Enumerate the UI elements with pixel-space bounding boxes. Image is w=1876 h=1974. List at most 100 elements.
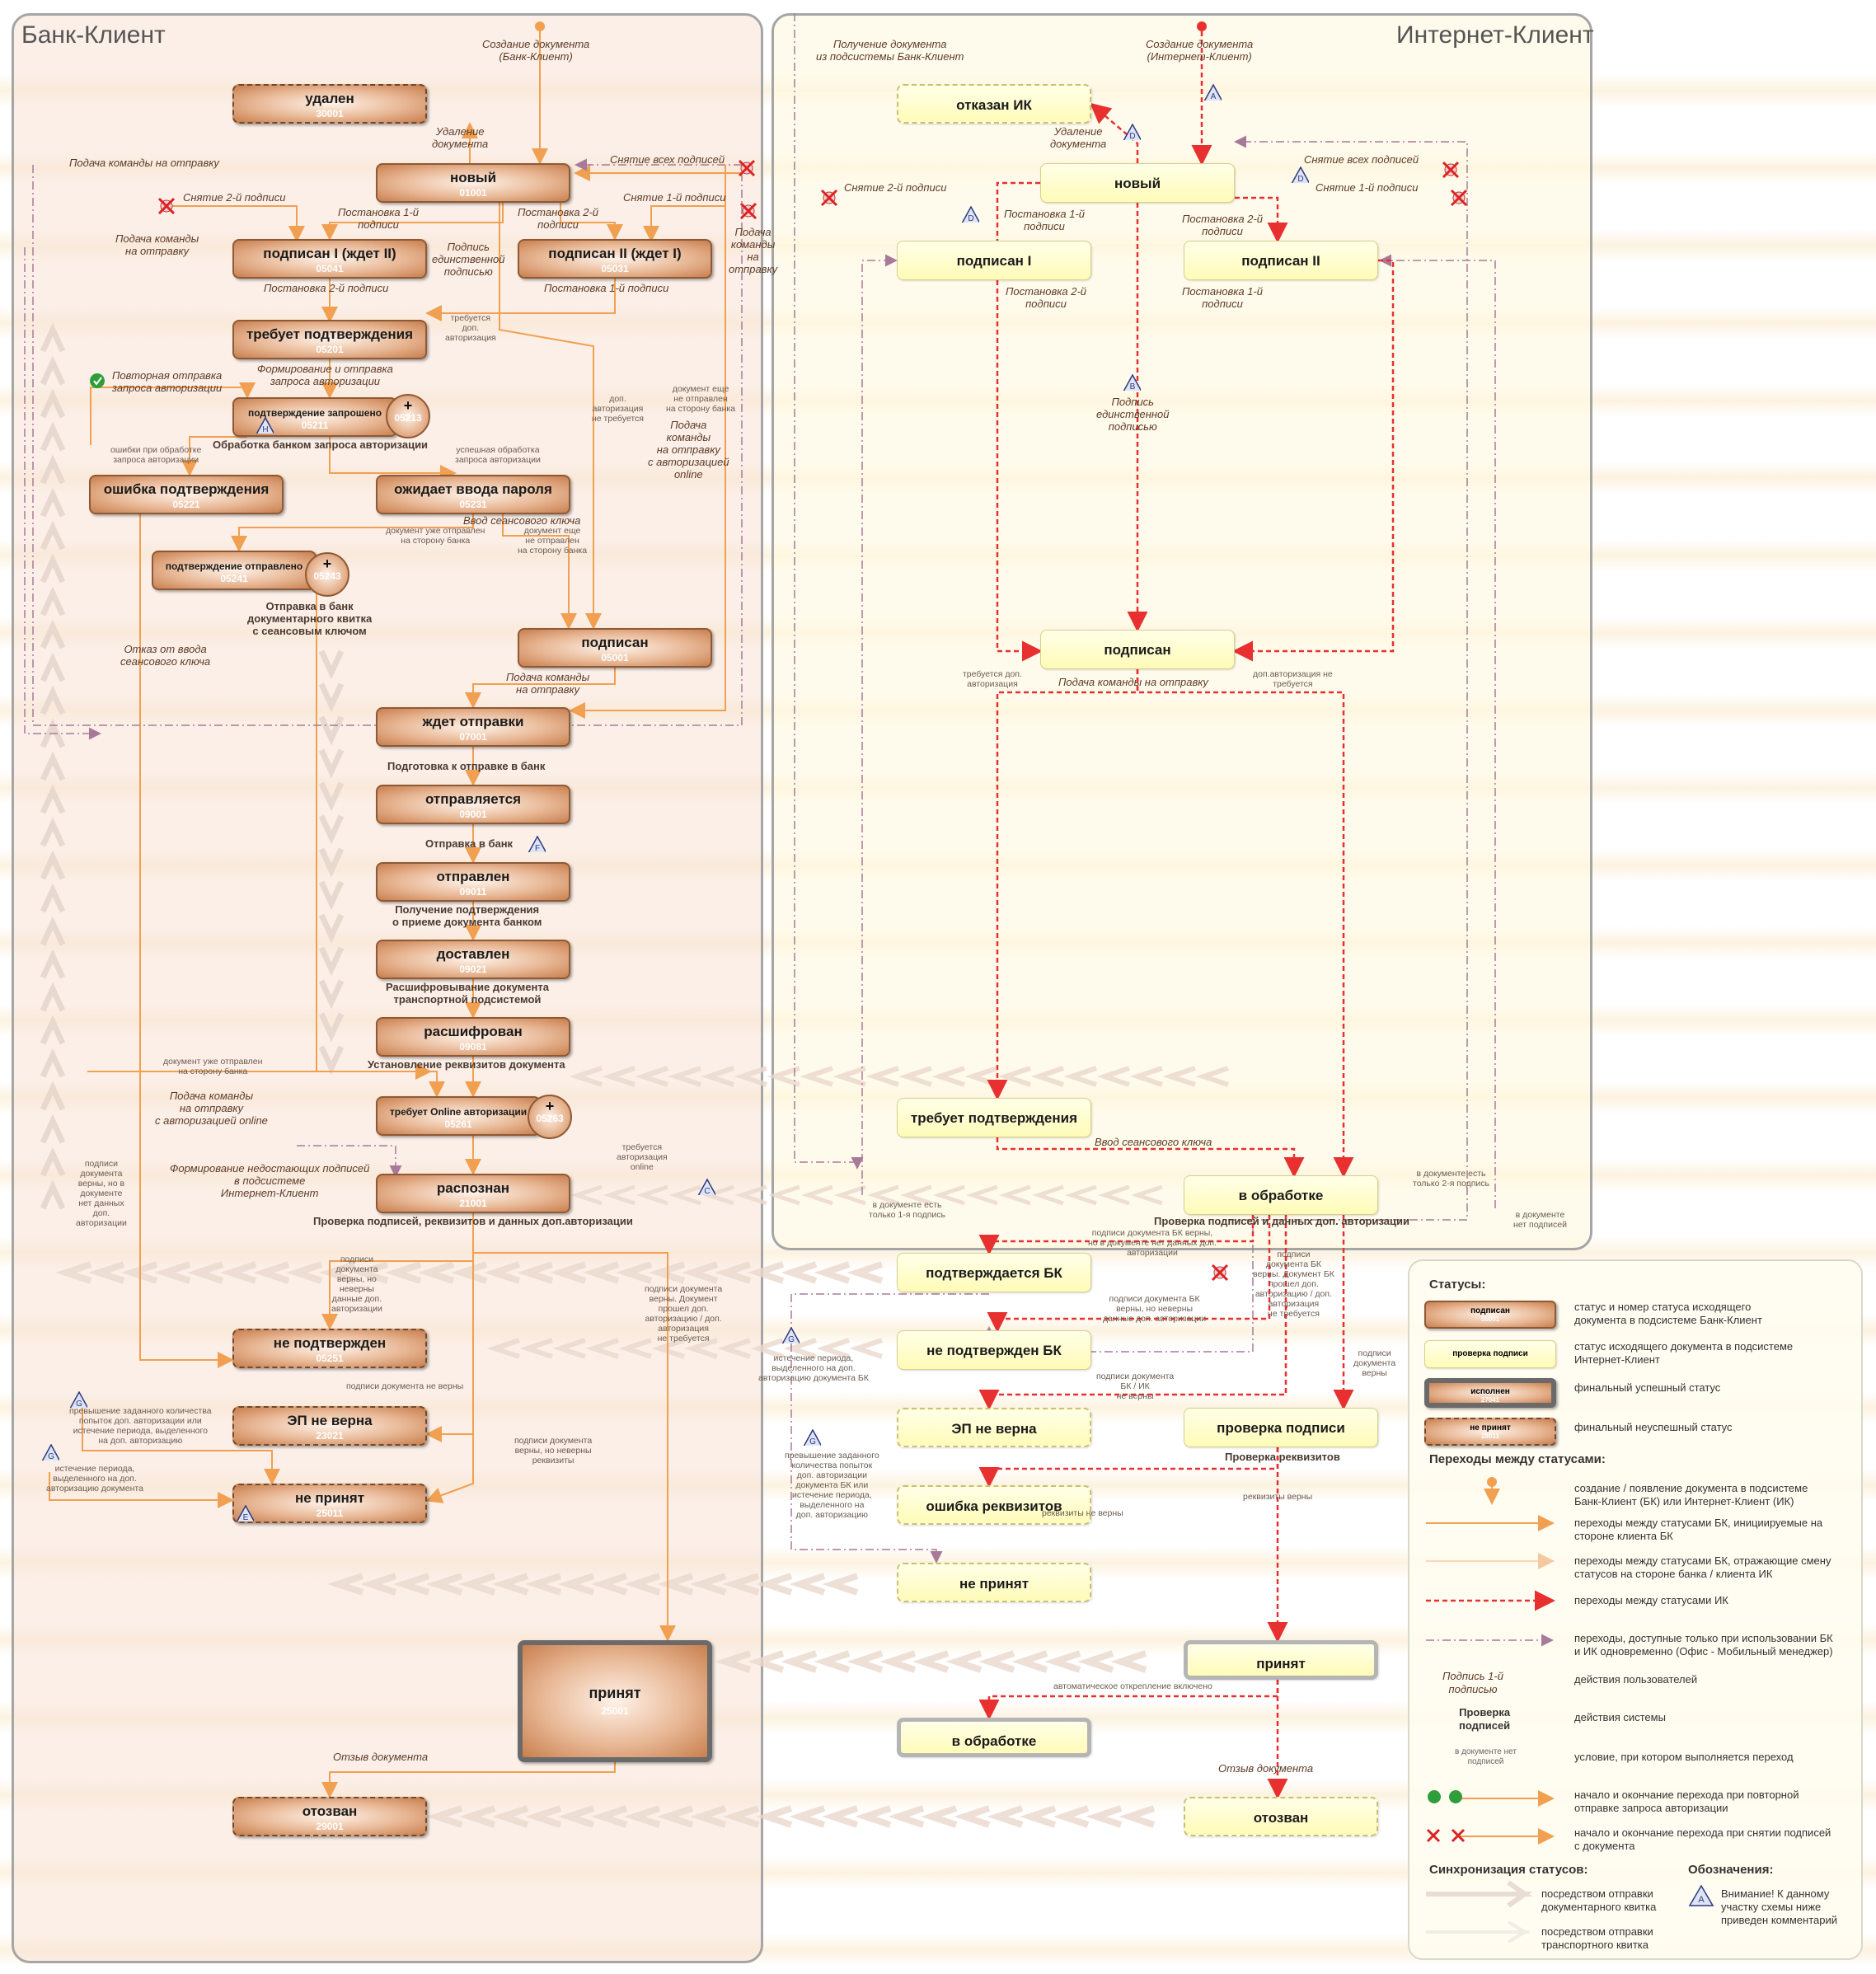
status-name: подписан: [1104, 642, 1171, 658]
system-action-s6: Расшифровывание документа транспортной п…: [386, 981, 549, 1006]
sync-chevron: [933, 1184, 965, 1206]
sync-chevron: [40, 1179, 66, 1210]
sync-chevron: [426, 1805, 463, 1828]
remove-signature-icon: [1450, 189, 1468, 207]
transition-arrow: [472, 1213, 676, 1642]
sync-chevron: [40, 817, 66, 847]
system-action-s9: Проверка подписей и данных доп. авториза…: [1154, 1215, 1409, 1227]
status-code: 05251: [316, 1353, 344, 1364]
ik-status-proverka: проверка подписи: [1184, 1408, 1378, 1447]
condition-c22: подписи документа БК верны, но в докумен…: [1088, 1228, 1217, 1258]
legend-t7: действия системы: [1574, 1711, 1666, 1723]
sync-chevron: [318, 649, 345, 680]
transition-arrow: [499, 170, 602, 630]
sync-chevron: [327, 1573, 364, 1596]
status-code: 09001: [459, 809, 487, 820]
sync-chevron: [40, 322, 66, 353]
sync-chevron: [912, 1650, 950, 1673]
condition-c26: подписи документа БК / ИК не верны: [1096, 1371, 1175, 1401]
sync-chevron: [591, 1805, 628, 1828]
user-action-l5: Снятие 2-й подписи: [183, 191, 286, 204]
ik-status-nepodtvBK: не подтвержден БК: [897, 1330, 1091, 1370]
condition-c2: доп. авторизация не требуется: [592, 394, 644, 424]
transition-arrow: [502, 514, 577, 630]
sync-chevron: [484, 1261, 521, 1284]
bk-status-prinyat: принят 25001: [518, 1640, 712, 1762]
status-code: 09021: [459, 964, 487, 975]
status-name: проверка подписи: [1217, 1420, 1345, 1436]
status-code: 30001: [316, 108, 344, 120]
status-code: 01001: [459, 187, 487, 199]
creation-dot: [1197, 21, 1207, 31]
remove-signature-icon: [1211, 1264, 1229, 1282]
legend-ik-status-sample: проверка подписи: [1424, 1340, 1556, 1368]
condition-c14: подписи документа верны, но неверны рекв…: [514, 1436, 593, 1465]
system-action-s5: Получение подтверждения о приеме докумен…: [392, 903, 542, 928]
bk-status-circle-05213: +05213: [386, 394, 430, 438]
sync-chevron: [40, 487, 66, 518]
sync-chevron: [657, 1573, 694, 1596]
status-name: подтверждается БК: [926, 1265, 1062, 1281]
status-code: 25001: [601, 1705, 629, 1717]
status-code: 05001: [601, 652, 629, 663]
status-name: в обработке: [1238, 1188, 1324, 1203]
status-name: требует Online авторизации: [389, 1106, 528, 1118]
condition-c12: подписи документа верны. Документ прошел…: [645, 1284, 723, 1343]
sync-chevron: [40, 1114, 66, 1144]
user-action-l7: Постановка 2-й подписи: [518, 206, 599, 231]
sync-chevron: [847, 1261, 884, 1284]
sync-chevron: [318, 748, 345, 779]
sync-chevron: [801, 1184, 833, 1206]
status-code: 05201: [316, 344, 344, 355]
condition-c23: подписи документа БК верны. Документ БК …: [1253, 1250, 1334, 1319]
user-action-l28: Постановка 1-й подписи: [1004, 208, 1086, 232]
sync-chevron: [888, 1805, 925, 1828]
sync-chevron: [318, 715, 345, 746]
sync-chevron: [987, 1805, 1024, 1828]
status-name: принят: [589, 1685, 641, 1701]
sync-chevron: [40, 1048, 66, 1078]
sync-chevron: [1162, 1066, 1196, 1087]
legend-sync1: посредством отправки документарного квит…: [1541, 1887, 1657, 1913]
sync-chevron: [525, 1805, 562, 1828]
sync-chevron: [964, 1066, 998, 1087]
legend-notation-symbol: A: [1698, 1895, 1705, 1905]
user-action-l26: Снятие всех подписей: [1304, 153, 1419, 166]
transition-arrow: [425, 1213, 474, 1442]
sync-chevron: [636, 1184, 668, 1206]
user-action-l22: Отзыв документа: [333, 1751, 429, 1763]
sync-chevron: [867, 1184, 899, 1206]
transition-arrow: [90, 382, 256, 445]
sync-chevron: [717, 1338, 751, 1359]
condition-c24: подписи документа БК верны, но неверны д…: [1103, 1294, 1207, 1324]
sync-chevron: [781, 1650, 818, 1673]
remove-signature-icon: [157, 197, 176, 215]
sync-chevron: [624, 1805, 661, 1828]
transition-arrow: [24, 247, 101, 740]
condition-c1: требуется доп. авторизация: [445, 313, 496, 343]
status-code: 09011: [459, 886, 487, 898]
ik-status-podpisan2: подписан II: [1184, 241, 1378, 280]
sync-chevron: [669, 1184, 701, 1206]
condition-c6: документ уже отправлен на сторону банка: [386, 526, 485, 546]
user-action-l17: Ввод сеансового ключа: [463, 514, 581, 527]
bk-status-podpisan2: подписан II (ждет I)05031: [518, 239, 712, 279]
legend-t9: начало и окончание перехода при повторно…: [1574, 1789, 1799, 1814]
user-action-l18: Отказ от ввода сеансового ключа: [120, 643, 211, 668]
system-action-s10: Проверка реквизитов: [1225, 1451, 1340, 1463]
sync-chevron: [822, 1805, 859, 1828]
transition-arrow: [1232, 259, 1395, 662]
sync-chevron: [318, 781, 345, 812]
sync-chevron: [748, 1650, 785, 1673]
warning-letter: G: [809, 1437, 816, 1446]
sync-chevron: [1044, 1650, 1081, 1673]
status-code: 23021: [316, 1430, 344, 1442]
sync-chevron: [318, 814, 345, 845]
remove-signature-icon: [1442, 161, 1460, 179]
